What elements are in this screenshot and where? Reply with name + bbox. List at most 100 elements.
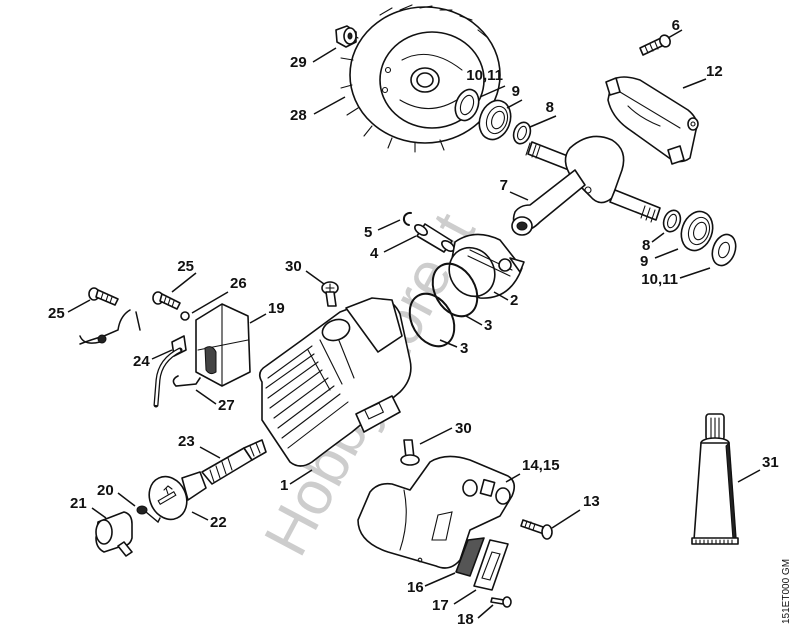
drawing-code: 151ET000 GM <box>781 558 792 624</box>
crankshaft-drawing[interactable] <box>511 135 661 236</box>
callout-p17[interactable]: 17 <box>432 597 449 614</box>
screw-25-left-drawing[interactable] <box>88 287 119 306</box>
leader-line-p13 <box>551 509 581 529</box>
leader-line-p9a <box>506 99 523 109</box>
screw-6-drawing[interactable] <box>639 33 672 56</box>
piston-ring-upper-drawing[interactable] <box>424 256 487 324</box>
callout-p25b[interactable]: 25 <box>48 305 65 322</box>
callout-p14[interactable]: 14,15 <box>522 457 560 474</box>
leader-line-p20 <box>117 492 136 507</box>
callout-p5[interactable]: 5 <box>364 224 372 241</box>
leader-line-p19 <box>249 313 267 324</box>
callout-p3a[interactable]: 3 <box>484 317 492 334</box>
grease-tube-drawing[interactable] <box>691 413 739 545</box>
callout-p9a[interactable]: 9 <box>512 83 520 100</box>
callout-p24[interactable]: 24 <box>133 353 150 370</box>
callout-p28[interactable]: 28 <box>290 107 307 124</box>
grommet-drawing[interactable] <box>153 335 187 408</box>
callout-p10b[interactable]: 10,11 <box>641 271 678 288</box>
callout-p30a[interactable]: 30 <box>285 258 302 275</box>
clip-drawing[interactable] <box>172 375 201 387</box>
leader-line-p4 <box>383 235 417 253</box>
callout-p26[interactable]: 26 <box>230 275 247 292</box>
wire-bracket-drawing[interactable] <box>79 309 141 345</box>
leader-line-p5 <box>377 219 401 231</box>
snap-ring-drawing[interactable] <box>402 211 412 226</box>
leader-line-p29 <box>312 47 337 63</box>
oil-seal-clutch-side-drawing[interactable] <box>708 231 740 269</box>
callout-p4[interactable]: 4 <box>370 245 379 262</box>
washer-26-drawing[interactable] <box>180 311 190 321</box>
screw-25-center-drawing[interactable] <box>152 291 181 310</box>
callout-p8b[interactable]: 8 <box>642 237 650 254</box>
callout-p13[interactable]: 13 <box>583 493 600 510</box>
callout-p12[interactable]: 12 <box>706 63 723 80</box>
leader-line-p2 <box>493 291 509 301</box>
screw-13-drawing[interactable] <box>520 519 553 540</box>
callout-p18[interactable]: 18 <box>457 611 474 628</box>
callout-p7[interactable]: 7 <box>500 177 508 194</box>
callout-p21[interactable]: 21 <box>70 495 87 512</box>
ball-bearing-clutch-side-drawing[interactable] <box>676 207 718 255</box>
leader-line-p3b <box>439 339 458 348</box>
leader-line-p30a <box>305 270 325 285</box>
leader-line-p6 <box>667 29 683 39</box>
callout-p20[interactable]: 20 <box>97 482 114 499</box>
callout-p3b[interactable]: 3 <box>460 340 468 357</box>
cylinder-cover-knob-drawing[interactable] <box>142 470 207 525</box>
screw-30-lower-drawing[interactable] <box>400 439 420 466</box>
leader-line-p8a <box>529 115 557 128</box>
muffler-drawing[interactable] <box>357 455 516 569</box>
leader-line-p25a <box>171 272 197 293</box>
leader-line-p27 <box>195 389 217 405</box>
callout-p9b[interactable]: 9 <box>640 253 648 270</box>
cover-plate-drawing[interactable] <box>473 539 509 591</box>
callout-p8a[interactable]: 8 <box>546 99 554 116</box>
bearing-housing-drawing[interactable] <box>605 76 699 165</box>
washer-flywheel-side-drawing[interactable] <box>511 120 534 146</box>
callout-p27[interactable]: 27 <box>218 397 235 414</box>
leader-line-p24 <box>151 349 173 360</box>
callout-p19[interactable]: 19 <box>268 300 285 317</box>
callout-p23[interactable]: 23 <box>178 433 195 450</box>
leader-line-p8b <box>651 232 665 243</box>
leg-spring-drawing[interactable] <box>136 505 161 524</box>
callout-p29[interactable]: 29 <box>290 54 307 71</box>
callout-p10a[interactable]: 10,11 <box>466 67 503 84</box>
washer-clutch-side-drawing[interactable] <box>661 208 684 234</box>
ball-bearing-flywheel-side-drawing[interactable] <box>474 96 516 144</box>
nut-drawing[interactable] <box>335 25 357 48</box>
callout-p16[interactable]: 16 <box>407 579 424 596</box>
screw-18-drawing[interactable] <box>490 596 512 608</box>
piston-pin-drawing[interactable] <box>413 223 456 254</box>
callout-p2[interactable]: 2 <box>510 292 518 309</box>
leader-line-p30b <box>419 427 453 445</box>
spark-plug-drawing[interactable] <box>201 439 267 485</box>
spark-arresting-screen-drawing[interactable] <box>455 537 485 577</box>
leader-line-p18 <box>477 604 494 619</box>
drawing-code-wrap: 151ET000 GM <box>781 559 792 625</box>
callout-p1[interactable]: 1 <box>280 477 288 494</box>
leader-line-p1 <box>289 469 313 485</box>
leader-line-p25b <box>67 299 91 313</box>
oil-seal-flywheel-side-drawing[interactable] <box>451 86 483 124</box>
callout-p22[interactable]: 22 <box>210 514 227 531</box>
callout-p31[interactable]: 31 <box>762 454 779 471</box>
leader-line-p16 <box>424 572 456 587</box>
ignition-module-drawing[interactable] <box>195 303 251 387</box>
callout-p6[interactable]: 6 <box>672 17 680 34</box>
piston-drawing[interactable] <box>440 233 525 304</box>
callout-p30b[interactable]: 30 <box>455 420 472 437</box>
leader-line-p7 <box>509 191 529 201</box>
leader-line-p9b <box>654 248 679 259</box>
leader-line-p10b <box>679 267 711 279</box>
leader-line-p22 <box>191 511 209 521</box>
leader-line-p23 <box>199 446 221 459</box>
piston-ring-lower-drawing[interactable] <box>401 286 464 354</box>
cylinder-drawing[interactable] <box>258 297 412 467</box>
leader-line-p17 <box>453 589 477 605</box>
callouts-layer: 12334567889910,1110,11121314,15161718192… <box>48 17 779 628</box>
callout-p25a[interactable]: 25 <box>177 258 194 275</box>
screw-30-upper-drawing[interactable] <box>321 281 339 307</box>
spark-plug-boot-drawing[interactable] <box>95 511 133 557</box>
